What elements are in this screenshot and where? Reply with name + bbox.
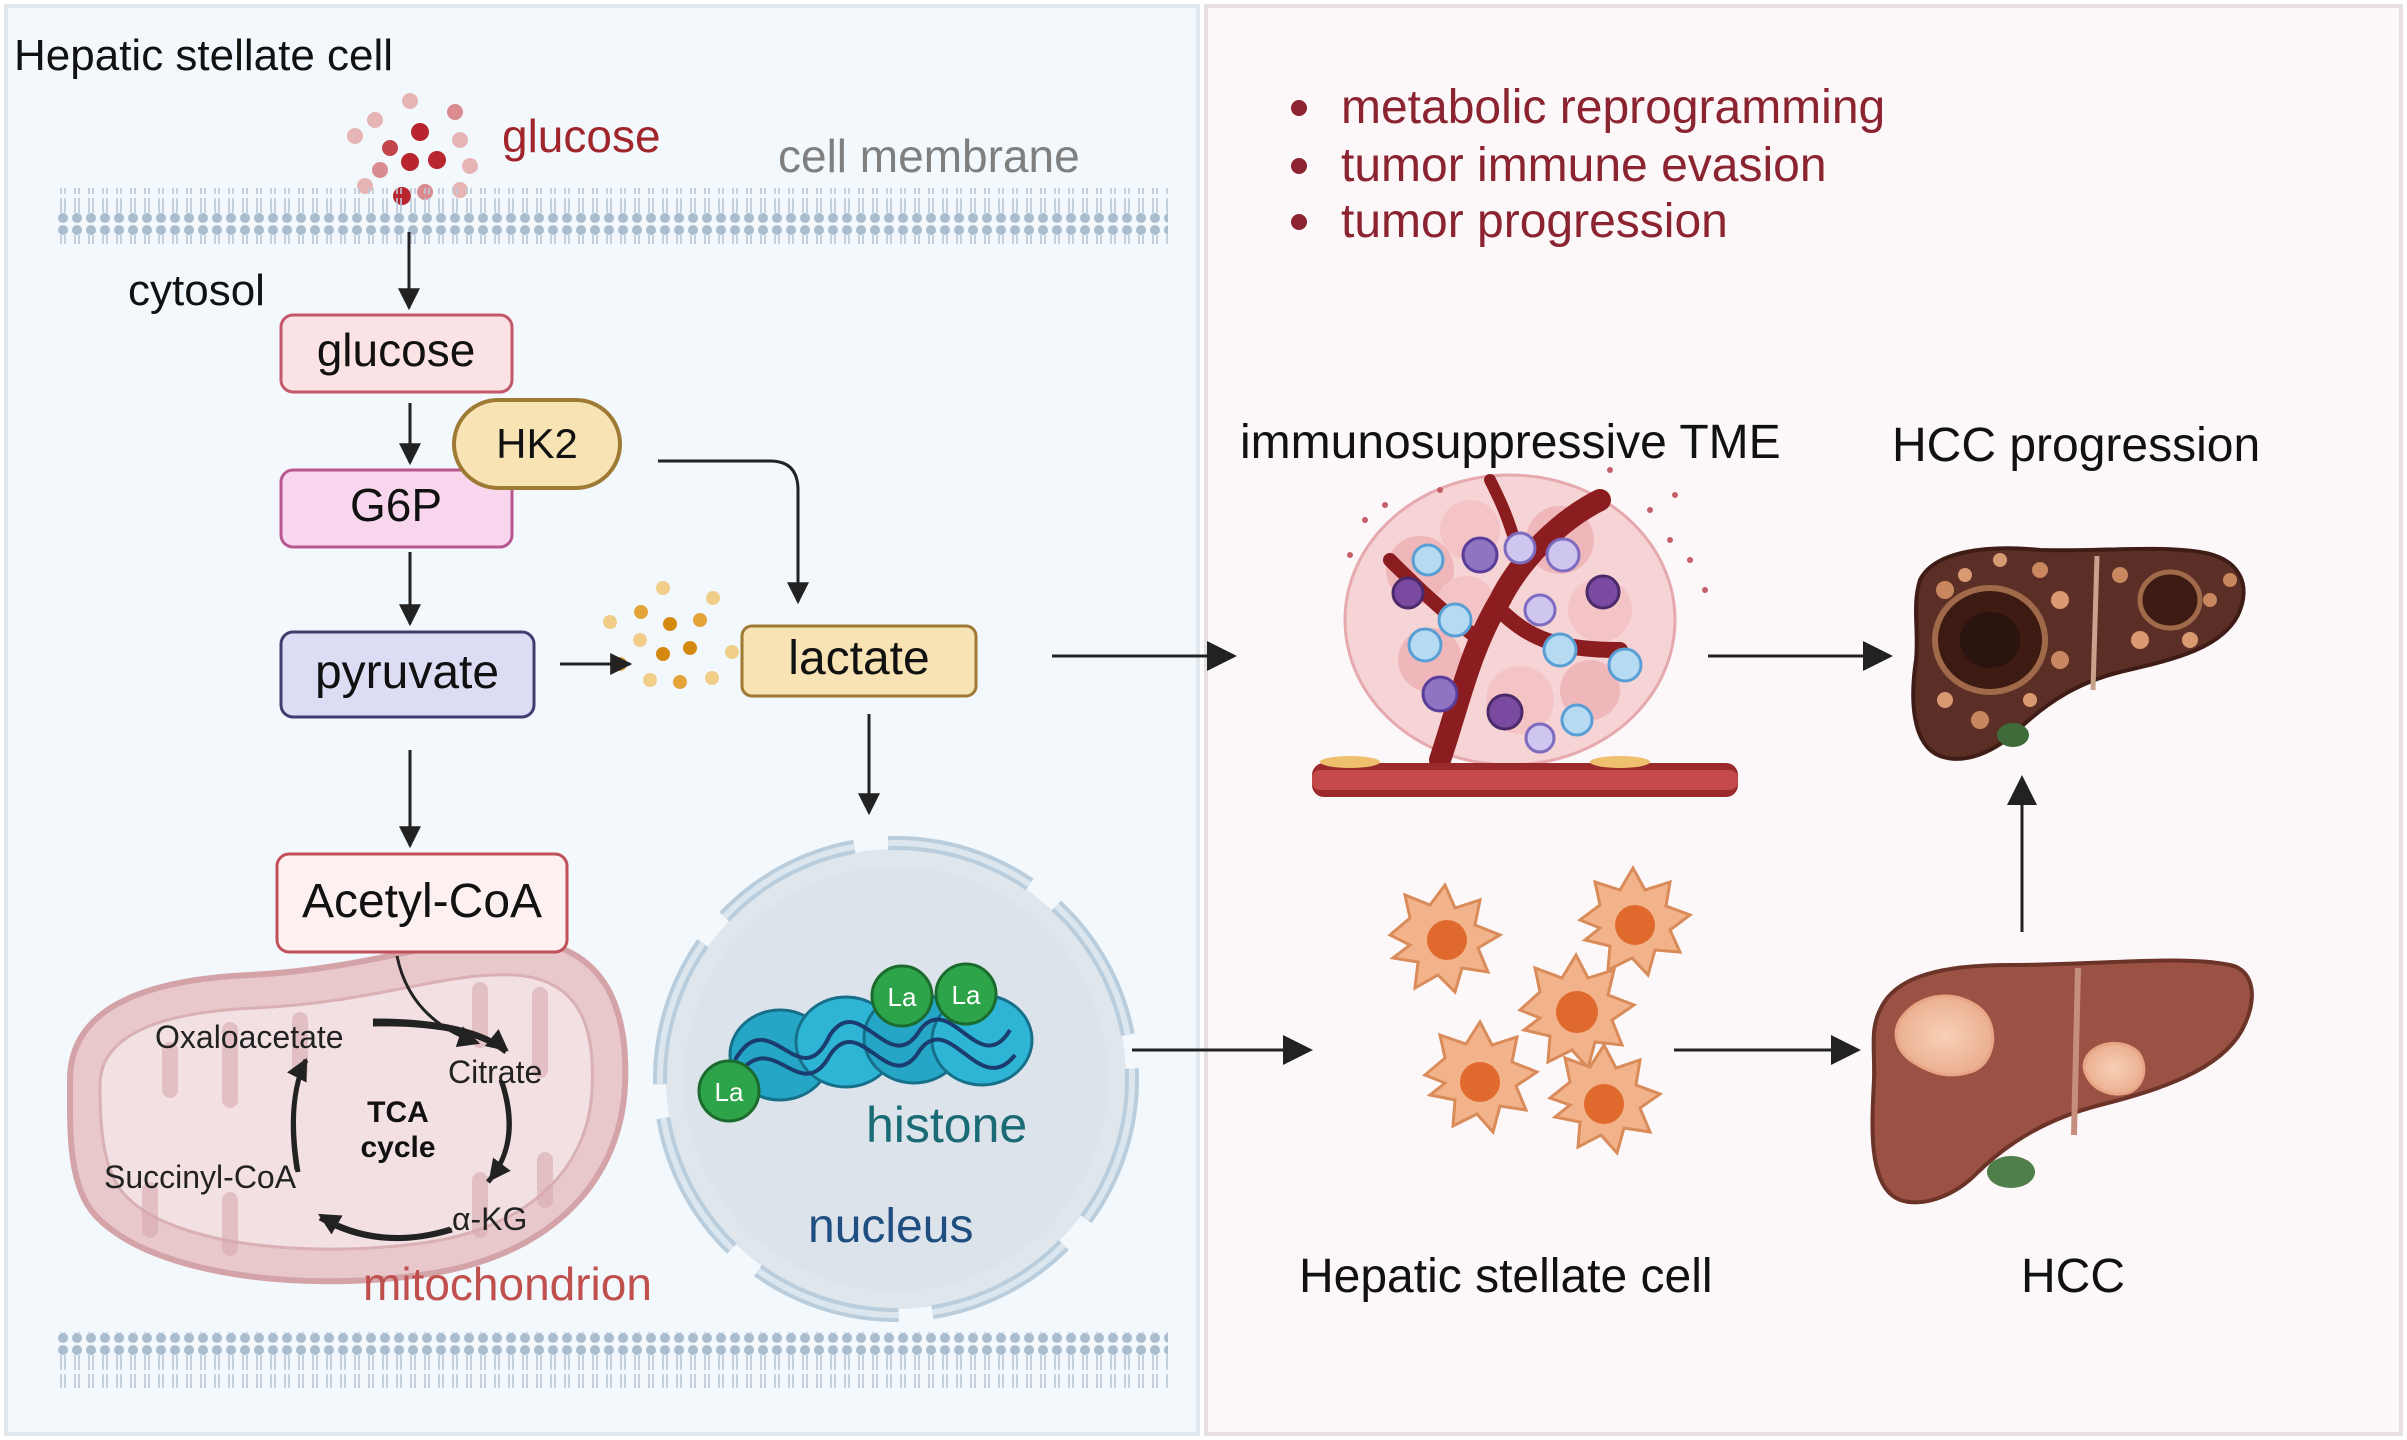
hepatic-stellate-cells: [1387, 864, 1694, 1157]
tca-cycle-label: TCA: [367, 1096, 429, 1129]
membrane-label: cell membrane: [778, 130, 1080, 182]
tme-label: immunosuppressive TME: [1240, 416, 1781, 469]
glucose-node: glucose: [279, 313, 514, 394]
tca-cycle-label-2: cycle: [360, 1131, 435, 1164]
svg-text:Acetyl-CoA: Acetyl-CoA: [302, 875, 542, 928]
svg-text:G6P: G6P: [350, 479, 442, 531]
flow-arrows: [1052, 641, 2037, 1065]
hcc-label: HCC: [2021, 1250, 2125, 1303]
succinyl-coa-label: Succinyl-CoA: [104, 1159, 297, 1195]
bullet-item-2: tumor immune evasion: [1341, 139, 1827, 192]
hsc-label: Hepatic stellate cell: [1299, 1250, 1713, 1303]
bullet-item-1: metabolic reprogramming: [1341, 81, 1885, 134]
mitochondrion-label: mitochondrion: [363, 1258, 652, 1310]
cell-membrane-top: [56, 188, 1168, 244]
svg-text:La: La: [715, 1077, 744, 1107]
cytosol-label: cytosol: [128, 266, 265, 315]
svg-text:lactate: lactate: [788, 632, 929, 685]
g6p-node: G6P: [279, 468, 514, 549]
citrate-label: Citrate: [448, 1054, 542, 1090]
svg-text:La: La: [888, 982, 917, 1012]
bullet-list: metabolic reprogramming tumor immune eva…: [1291, 81, 1885, 248]
panel-title: Hepatic stellate cell: [14, 31, 393, 80]
svg-text:pyruvate: pyruvate: [315, 646, 499, 699]
hcc-liver: [1870, 958, 2254, 1205]
cell-membrane-bottom: [56, 1332, 1168, 1388]
svg-text:glucose: glucose: [317, 324, 476, 376]
histone-label: histone: [866, 1097, 1027, 1153]
pyruvate-node: pyruvate: [279, 630, 536, 719]
hk2-node: HK2: [452, 398, 622, 490]
hcc-progression-label: HCC progression: [1892, 419, 2260, 472]
lactate-node: lactate: [740, 624, 978, 698]
oxaloacetate-label: Oxaloacetate: [155, 1019, 344, 1055]
bullet-item-3: tumor progression: [1341, 195, 1728, 248]
acetyl-coa-node: Acetyl-CoA: [275, 852, 569, 954]
nucleus-label: nucleus: [808, 1200, 973, 1253]
svg-text:La: La: [952, 980, 981, 1010]
svg-text:HK2: HK2: [496, 420, 578, 467]
lactyl-mark: La La La: [697, 962, 998, 1123]
akg-label: α-KG: [452, 1201, 527, 1237]
tme-illustration: [1312, 467, 1738, 797]
extracellular-glucose-label: glucose: [502, 110, 661, 162]
advanced-hcc-liver: [1911, 546, 2246, 761]
